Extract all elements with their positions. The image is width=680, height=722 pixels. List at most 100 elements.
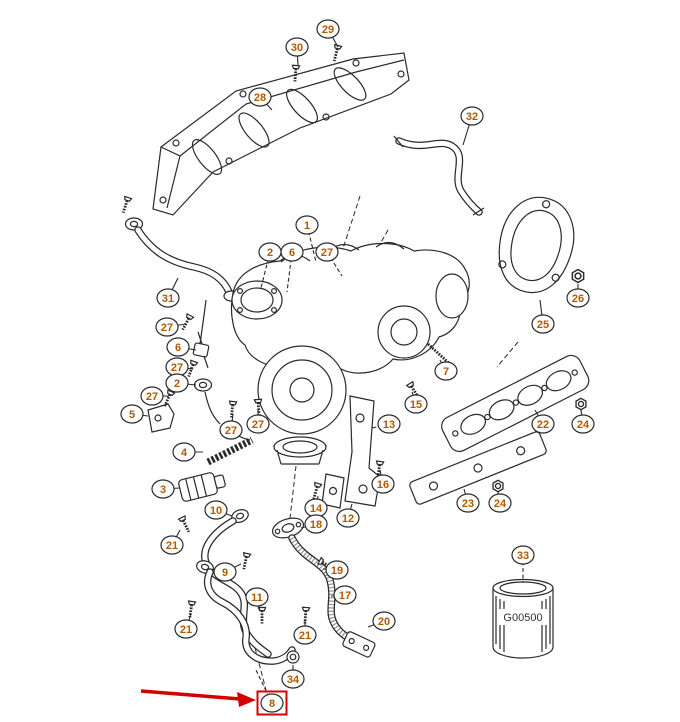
callout-20: 20	[367, 611, 396, 631]
turbo-gasket-art	[498, 196, 575, 294]
nut-icon	[575, 397, 587, 411]
part-code-label: G00500	[503, 612, 542, 624]
callout-number: 29	[322, 24, 334, 36]
callout-bubble	[511, 545, 535, 565]
callout-17: 17	[330, 585, 357, 605]
callout-number: 32	[466, 111, 478, 123]
callout-22: 22	[531, 409, 555, 434]
callout-16: 16	[371, 469, 395, 494]
callout-number: 11	[251, 592, 263, 604]
callout-bubble	[295, 215, 319, 235]
callout-21: 21	[160, 529, 184, 555]
callout-21: 21	[174, 613, 198, 639]
callout-bubble	[571, 414, 595, 434]
highlight-arrow	[140, 689, 256, 707]
callout-7: 7	[434, 359, 458, 381]
callout-13: 13	[371, 414, 401, 434]
turbocharger-art	[230, 241, 470, 465]
callout-34: 34	[281, 665, 305, 689]
callout-18: 18	[300, 514, 328, 534]
callout-2: 2	[258, 242, 282, 289]
callout-28: 28	[248, 87, 273, 111]
callout-21: 21	[293, 620, 317, 645]
nut-icon	[571, 268, 585, 284]
callout-1: 1	[295, 215, 319, 263]
callout-bubble	[151, 479, 175, 499]
callout-27: 27	[219, 413, 243, 440]
manifold-gasket-art	[409, 354, 590, 505]
callout-number: 23	[462, 498, 474, 510]
callout-27: 27	[315, 242, 343, 277]
callout-14: 14	[304, 495, 328, 518]
callout-24: 24	[488, 491, 512, 513]
callout-bubble	[404, 394, 428, 414]
callout-number: 28	[254, 92, 266, 104]
callout-bubble	[316, 19, 340, 39]
callout-bubble	[293, 625, 317, 645]
callout-bubble	[325, 560, 349, 580]
callout-number: 34	[287, 674, 300, 686]
callout-bubble	[160, 535, 184, 555]
callout-number: 27	[321, 247, 333, 259]
callout-number: 17	[339, 590, 351, 602]
callout-number: 27	[161, 322, 173, 334]
coolant-hose-art	[393, 135, 485, 216]
oil-pipe-art	[194, 506, 300, 665]
callout-8: 8	[254, 667, 288, 716]
callout-bubble	[156, 288, 180, 308]
callout-number: 21	[166, 540, 178, 552]
callout-bubble	[460, 106, 484, 126]
callout-bubble	[166, 337, 190, 357]
callout-number: 10	[210, 505, 222, 517]
callout-number: 27	[171, 362, 183, 374]
callout-11: 11	[245, 587, 269, 612]
callout-bubble	[488, 493, 512, 513]
callout-27: 27	[155, 317, 187, 337]
callout-number: 16	[377, 479, 389, 491]
callout-number: 14	[310, 503, 323, 515]
callout-number: 24	[494, 498, 507, 510]
callout-bubble	[531, 414, 555, 434]
callout-number: 26	[572, 293, 584, 305]
callout-number: 33	[517, 550, 529, 562]
bolt-icon	[238, 551, 253, 572]
callout-number: 5	[129, 409, 135, 421]
callout-number: 12	[342, 513, 354, 525]
callout-bubble	[155, 317, 179, 337]
callout-27: 27	[140, 386, 169, 406]
callout-9: 9	[213, 562, 242, 582]
bolt-icon	[226, 399, 239, 420]
coolant-pipe-art	[118, 195, 239, 302]
bolt-icon	[178, 312, 195, 333]
callout-number: 18	[310, 519, 322, 531]
callout-number: 20	[378, 616, 390, 628]
callout-number: 24	[577, 419, 590, 431]
callout-bubble	[371, 474, 395, 494]
callout-bubble	[213, 562, 237, 582]
callout-2: 2	[165, 373, 197, 393]
callout-bubble	[377, 414, 401, 434]
callout-3: 3	[151, 479, 181, 499]
callout-number: 7	[443, 366, 449, 378]
callout-30: 30	[285, 37, 309, 67]
callout-bubble	[333, 585, 357, 605]
callout-number: 15	[410, 399, 422, 411]
nut-icon	[492, 479, 504, 493]
callout-bubble	[246, 414, 270, 434]
callout-6: 6	[166, 337, 197, 357]
callout-31: 31	[156, 277, 180, 308]
callout-33: 33	[511, 545, 535, 582]
callout-4: 4	[172, 442, 203, 462]
callout-6: 6	[280, 242, 304, 293]
callout-bubble	[245, 587, 269, 607]
callout-23: 23	[456, 488, 480, 513]
callout-number: 2	[267, 247, 273, 259]
callout-bubble	[172, 442, 196, 462]
callout-bubble	[315, 242, 339, 262]
callout-32: 32	[460, 106, 484, 146]
callout-number: 25	[537, 319, 549, 331]
callout-15: 15	[404, 391, 428, 414]
callout-number: 19	[331, 565, 343, 577]
callout-bubble	[260, 693, 284, 713]
